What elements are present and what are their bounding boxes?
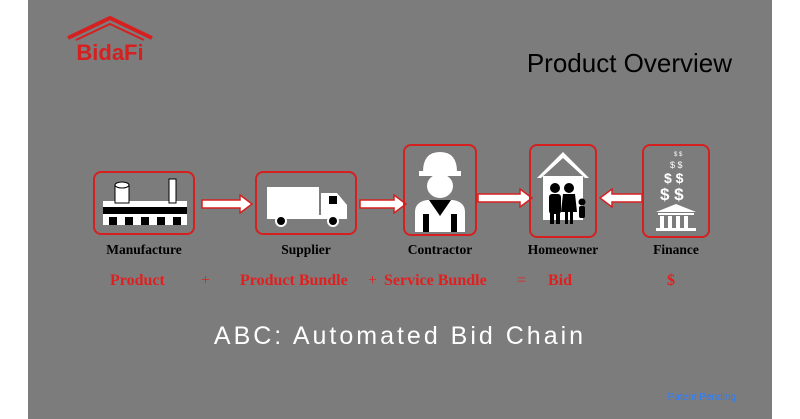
patent-pending-note: Patent Pending [667, 392, 736, 403]
arrow-right-icon [359, 194, 408, 214]
equation-product: Product [110, 272, 165, 289]
supplier-node [255, 171, 357, 235]
homeowner-node [529, 144, 597, 238]
manufacture-node [93, 171, 195, 235]
tagline: ABC: Automated Bid Chain [213, 322, 587, 350]
equation-bid: Bid [548, 272, 573, 289]
arrow-left-icon [598, 188, 643, 208]
equation-plus-2: + [368, 272, 378, 289]
factory-icon [103, 178, 187, 225]
equation-dollar: $ [667, 272, 675, 289]
page-title: Product Overview [526, 48, 732, 78]
node-label-manufacture: Manufacture [106, 242, 182, 257]
slide: BidaFi Product Overview Manufacture [28, 0, 772, 419]
svg-text:$ $: $ $ [670, 160, 683, 170]
node-label-homeowner: Homeowner [527, 242, 599, 257]
worker-icon [415, 152, 465, 232]
finance-node: $ $ $ $ $ $ $ $ [642, 144, 710, 238]
truck-icon [267, 187, 347, 227]
logo-text: BidaFi [76, 40, 143, 65]
equation-plus-1: + [201, 272, 211, 289]
node-label-supplier: Supplier [281, 242, 331, 257]
equation-product-bundle: Product Bundle [240, 272, 348, 289]
svg-text:$ $: $ $ [664, 170, 684, 186]
family-house-icon [537, 152, 589, 224]
node-label-contractor: Contractor [407, 242, 473, 257]
bidafi-logo: BidaFi [64, 14, 156, 66]
equation-service-bundle: Service Bundle [384, 272, 487, 289]
equation-equals: = [517, 272, 527, 289]
contractor-node [403, 144, 477, 236]
arrow-right-icon [201, 194, 254, 214]
svg-text:$ $: $ $ [674, 152, 683, 158]
bank-money-icon: $ $ $ $ $ $ $ $ [656, 152, 696, 231]
arrow-right-icon [477, 188, 534, 208]
node-label-finance: Finance [653, 242, 699, 257]
svg-text:$ $: $ $ [660, 185, 684, 204]
